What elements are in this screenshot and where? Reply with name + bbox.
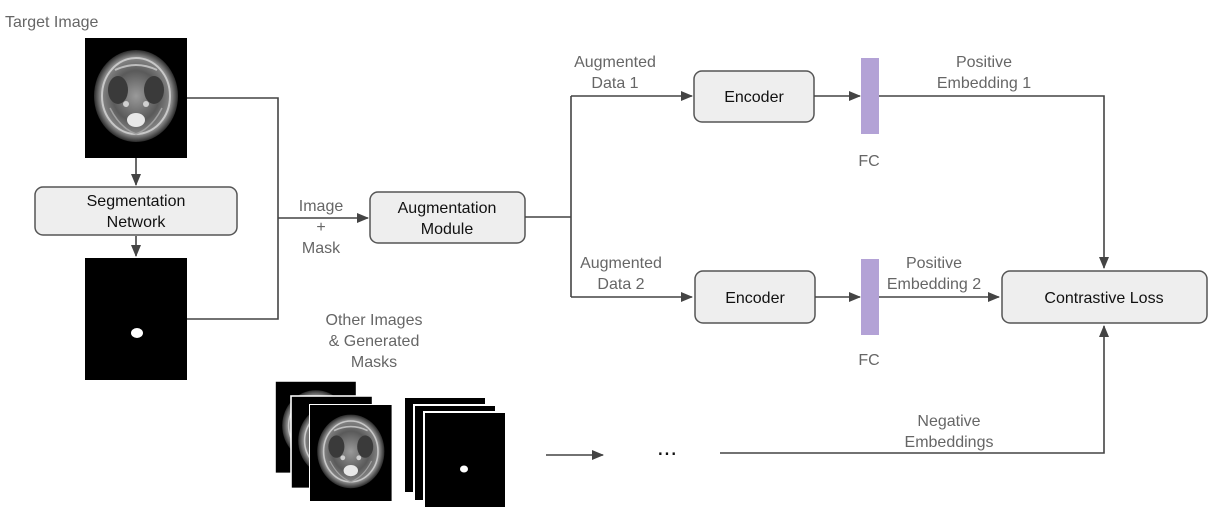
- contrastive-loss-box: Contrastive Loss: [1001, 270, 1208, 324]
- positive-embedding-1-line1: Positive: [956, 54, 1012, 71]
- encoder-2-box: Encoder: [694, 270, 816, 324]
- target-mri-image: [84, 37, 188, 159]
- positive-embedding-2-line1: Positive: [906, 255, 962, 272]
- image-label: Image: [299, 198, 344, 215]
- augmented-data-2-line1: Augmented: [580, 255, 662, 272]
- arrow-negative-embeddings: [720, 325, 1109, 454]
- augmentation-module-line2: Module: [421, 221, 474, 238]
- other-masks-stack: [403, 396, 507, 509]
- segmentation-network-box: Segmentation Network: [34, 186, 238, 236]
- augmentation-module-line1: Augmentation: [398, 200, 497, 217]
- fc-2-label: FC: [858, 352, 879, 369]
- augmentation-module-box: Augmentation Module: [369, 191, 526, 244]
- positive-embedding-2-line2: Embedding 2: [887, 276, 981, 293]
- segmentation-mask-image: [85, 258, 187, 380]
- target-image-label: Target Image: [5, 14, 98, 31]
- positive-embedding-1-line2: Embedding 1: [937, 75, 1031, 92]
- segmentation-network-line2: Network: [107, 214, 167, 231]
- augmented-data-1-line2: Data 1: [591, 75, 638, 92]
- augmented-data-2-line2: Data 2: [597, 276, 644, 293]
- negative-embeddings-line1: Negative: [917, 413, 980, 430]
- arrow-positive-embedding-1: [879, 95, 1109, 269]
- segmentation-network-line1: Segmentation: [87, 193, 186, 210]
- mask-label: Mask: [302, 240, 341, 257]
- plus-label: +: [316, 219, 325, 236]
- augmented-data-1-line1: Augmented: [574, 54, 656, 71]
- other-images-line1: Other Images: [326, 312, 423, 329]
- other-images-line2: & Generated: [329, 333, 420, 350]
- contrastive-loss-label: Contrastive Loss: [1044, 290, 1163, 307]
- ellipsis: ...: [657, 434, 677, 461]
- fc-1-label: FC: [858, 153, 879, 170]
- encoder-2-label: Encoder: [725, 290, 785, 307]
- fc-1-bar: [861, 58, 879, 134]
- encoder-1-box: Encoder: [693, 70, 815, 123]
- encoder-1-label: Encoder: [724, 89, 784, 106]
- fc-2-bar: [861, 259, 879, 335]
- other-images-line3: Masks: [351, 354, 397, 371]
- negative-embeddings-line2: Embeddings: [905, 434, 994, 451]
- connector-image-mask: [187, 97, 279, 320]
- other-images-stack: [274, 380, 393, 502]
